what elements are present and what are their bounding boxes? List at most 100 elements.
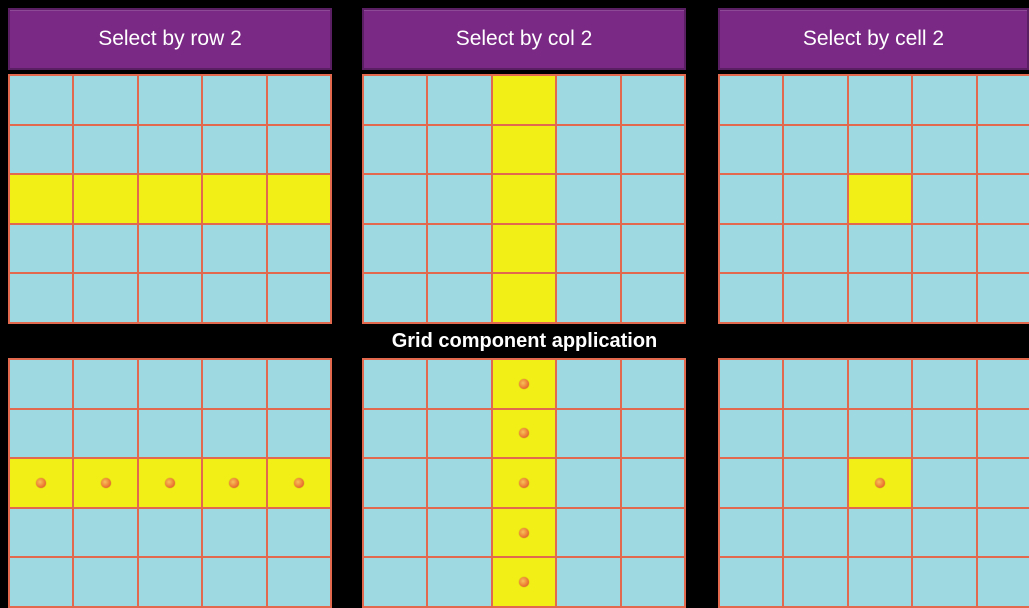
grid-cell[interactable] — [428, 76, 491, 124]
grid-cell[interactable] — [621, 409, 684, 458]
grid-cell[interactable] — [720, 459, 783, 507]
grid-cell[interactable] — [977, 558, 1029, 606]
grid-cell[interactable] — [621, 459, 684, 507]
grid-cell[interactable] — [977, 274, 1029, 322]
grid-cell[interactable] — [557, 459, 620, 507]
grid-cell-selected[interactable] — [848, 175, 912, 223]
grid-cell[interactable] — [203, 558, 266, 606]
grid-cell[interactable] — [784, 224, 847, 273]
grid-cell[interactable] — [557, 558, 620, 606]
grid-cell[interactable] — [784, 409, 847, 458]
grid-cell[interactable] — [621, 76, 684, 124]
grid-cell[interactable] — [913, 558, 976, 606]
grid-cell[interactable] — [720, 508, 783, 557]
grid-cell[interactable] — [621, 224, 684, 273]
grid-cell-selected[interactable] — [10, 459, 73, 507]
grid-cell[interactable] — [428, 360, 491, 408]
header-select-by-row[interactable]: Select by row 2 — [8, 8, 332, 70]
grid-cell[interactable] — [848, 558, 912, 606]
grid-cell[interactable] — [913, 274, 976, 322]
grid-cell[interactable] — [557, 360, 620, 408]
grid-cell[interactable] — [138, 558, 202, 606]
grid-cell[interactable] — [138, 125, 202, 174]
grid-cell[interactable] — [621, 508, 684, 557]
grid-cell[interactable] — [913, 125, 976, 174]
grid-cell[interactable] — [10, 360, 73, 408]
grid-cell-selected[interactable] — [492, 360, 556, 408]
grid-cell[interactable] — [720, 274, 783, 322]
grid-cell[interactable] — [784, 360, 847, 408]
grid-cell-selected[interactable] — [492, 558, 556, 606]
grid-cell[interactable] — [784, 274, 847, 322]
grid-cell[interactable] — [784, 125, 847, 174]
grid-cell[interactable] — [267, 360, 330, 408]
grid-cell[interactable] — [621, 125, 684, 174]
grid-cell[interactable] — [913, 508, 976, 557]
header-select-by-cell[interactable]: Select by cell 2 — [718, 8, 1029, 70]
grid-cell-selected[interactable] — [74, 175, 137, 223]
grid-cell[interactable] — [913, 175, 976, 223]
grid-cell[interactable] — [364, 125, 427, 174]
grid-cell[interactable] — [364, 508, 427, 557]
grid-cell[interactable] — [720, 409, 783, 458]
grid-cell[interactable] — [10, 558, 73, 606]
grid-cell[interactable] — [74, 224, 137, 273]
grid-cell[interactable] — [848, 508, 912, 557]
grid-cell[interactable] — [10, 76, 73, 124]
grid-cell[interactable] — [74, 360, 137, 408]
grid-cell[interactable] — [720, 76, 783, 124]
grid-cell[interactable] — [267, 409, 330, 458]
grid-cell[interactable] — [10, 508, 73, 557]
grid-cell[interactable] — [913, 224, 976, 273]
grid-cell[interactable] — [428, 409, 491, 458]
grid-cell[interactable] — [557, 125, 620, 174]
grid-cell[interactable] — [428, 175, 491, 223]
grid-cell[interactable] — [784, 558, 847, 606]
grid-cell[interactable] — [10, 409, 73, 458]
grid-cell[interactable] — [557, 175, 620, 223]
grid-cell[interactable] — [848, 274, 912, 322]
grid-cell[interactable] — [720, 224, 783, 273]
grid-cell[interactable] — [848, 224, 912, 273]
grid-cell-selected[interactable] — [10, 175, 73, 223]
grid-cell[interactable] — [364, 76, 427, 124]
grid-cell[interactable] — [557, 274, 620, 322]
grid-cell-selected[interactable] — [492, 224, 556, 273]
grid-cell[interactable] — [138, 224, 202, 273]
grid-cell[interactable] — [557, 224, 620, 273]
grid-cell-selected[interactable] — [492, 508, 556, 557]
grid-cell[interactable] — [203, 224, 266, 273]
grid-cell[interactable] — [74, 125, 137, 174]
grid-cell[interactable] — [364, 360, 427, 408]
grid-cell[interactable] — [10, 274, 73, 322]
grid-cell[interactable] — [784, 175, 847, 223]
grid-cell[interactable] — [74, 76, 137, 124]
grid-cell-selected[interactable] — [492, 274, 556, 322]
grid-cell[interactable] — [364, 558, 427, 606]
grid-cell[interactable] — [428, 508, 491, 557]
grid-cell[interactable] — [913, 409, 976, 458]
grid-cell[interactable] — [621, 175, 684, 223]
grid-cell[interactable] — [267, 224, 330, 273]
grid-cell[interactable] — [138, 360, 202, 408]
header-select-by-col[interactable]: Select by col 2 — [362, 8, 686, 70]
grid-cell[interactable] — [138, 76, 202, 124]
grid-cell[interactable] — [848, 360, 912, 408]
grid-cell[interactable] — [784, 508, 847, 557]
grid-cell[interactable] — [74, 409, 137, 458]
grid-cell-selected[interactable] — [492, 409, 556, 458]
grid-cell[interactable] — [977, 360, 1029, 408]
grid-cell[interactable] — [74, 274, 137, 322]
grid-cell[interactable] — [720, 558, 783, 606]
grid-cell-selected[interactable] — [492, 76, 556, 124]
grid-cell[interactable] — [621, 274, 684, 322]
grid-cell[interactable] — [977, 125, 1029, 174]
grid-cell[interactable] — [784, 76, 847, 124]
grid-cell[interactable] — [203, 76, 266, 124]
grid-cell-selected[interactable] — [138, 175, 202, 223]
grid-cell[interactable] — [10, 224, 73, 273]
grid-cell[interactable] — [428, 274, 491, 322]
grid-cell-selected[interactable] — [848, 459, 912, 507]
grid-cell[interactable] — [913, 76, 976, 124]
grid-cell[interactable] — [621, 360, 684, 408]
